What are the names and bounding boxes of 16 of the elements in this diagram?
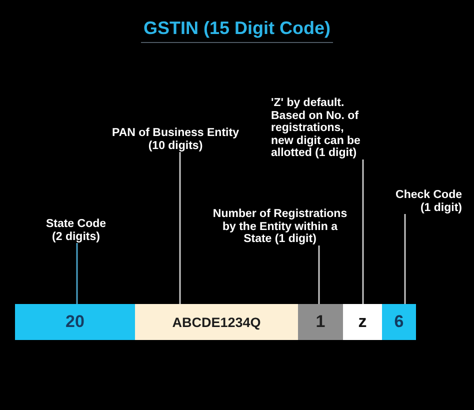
- callout-label: PAN of Business Entity (10 digits): [108, 127, 243, 152]
- leader-line: [404, 214, 406, 304]
- callout-label: 'Z' by default. Based on No. of registrations, new digit can be allotted (1 digit): [271, 97, 366, 160]
- code-segment: z: [343, 304, 382, 340]
- code-segment: 6: [382, 304, 416, 340]
- diagram-title: GSTIN (15 Digit Code): [141, 16, 332, 43]
- callout-label: Check Code (1 digit): [388, 189, 462, 214]
- code-segment: 20: [15, 304, 135, 340]
- leader-line: [76, 243, 78, 304]
- leader-line: [179, 152, 181, 304]
- code-segment: 1: [298, 304, 343, 340]
- leader-line: [318, 246, 320, 304]
- callout-label: State Code (2 digits): [42, 218, 110, 243]
- callout-label: Number of Registrations by the Entity within a State (1 digit): [210, 208, 350, 246]
- leader-line: [362, 160, 364, 304]
- code-segment: ABCDE1234Q: [135, 304, 298, 340]
